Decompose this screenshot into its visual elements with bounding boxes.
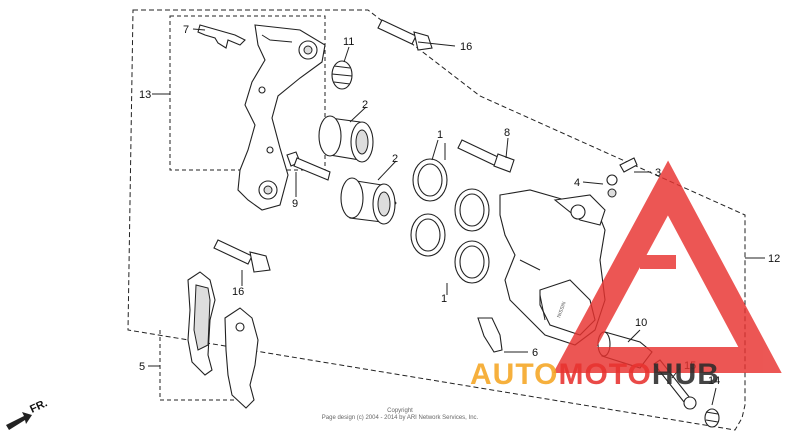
svg-text:NISSIN: NISSIN (556, 301, 567, 319)
bracket-pin-bolt (286, 151, 331, 181)
label-14: 14 (708, 375, 720, 387)
caliper-pin (457, 139, 515, 173)
bleeder-valve (606, 157, 638, 198)
label-3: 3 (655, 167, 661, 179)
piston-lower (340, 177, 397, 225)
watermark-logo (553, 160, 782, 373)
label-7: 7 (183, 24, 189, 36)
label-5: 5 (139, 361, 145, 373)
dust-boot (331, 60, 353, 90)
label-1b: 1 (441, 293, 447, 305)
watermark-text: AUTOMOTOHUB (470, 358, 720, 392)
brake-pad-inner (187, 271, 216, 376)
pad-retainer-clip (197, 24, 246, 49)
label-11: 11 (343, 36, 354, 48)
label-8: 8 (504, 127, 510, 139)
piston-seal-set (410, 158, 490, 284)
leader-lines (148, 28, 765, 406)
label-9: 9 (292, 198, 298, 210)
mounting-bolt-upper (377, 19, 433, 51)
label-12: 12 (768, 253, 780, 265)
front-direction-label: FR. (28, 397, 49, 415)
label-13: 13 (139, 89, 151, 101)
copyright-block: Copyright Page design (c) 2004 - 2014 by… (300, 408, 500, 422)
label-6: 6 (532, 347, 538, 359)
front-direction-arrow: FR. (6, 397, 49, 430)
label-4: 4 (574, 177, 580, 189)
label-16a: 16 (460, 41, 472, 53)
pads-frame (159, 330, 248, 401)
label-16b: 16 (232, 286, 244, 298)
watermark-moto: MOTO (558, 358, 652, 391)
watermark-auto: AUTO (470, 358, 559, 391)
mounting-bolt-lower (213, 239, 271, 273)
brake-pad-outer (224, 307, 259, 409)
piston-upper (318, 115, 374, 163)
copyright-line1: Copyright (387, 408, 413, 414)
slide-pin-boot (704, 408, 720, 428)
label-1a: 1 (437, 129, 443, 141)
caliper-bracket (237, 24, 326, 211)
watermark-hub: HUB (651, 358, 720, 391)
label-2a: 2 (362, 99, 368, 111)
label-2b: 2 (392, 153, 398, 165)
label-10: 10 (635, 317, 647, 329)
copyright-line2: Page design (c) 2004 - 2014 by ARI Netwo… (321, 415, 479, 421)
pad-spring (477, 317, 503, 353)
